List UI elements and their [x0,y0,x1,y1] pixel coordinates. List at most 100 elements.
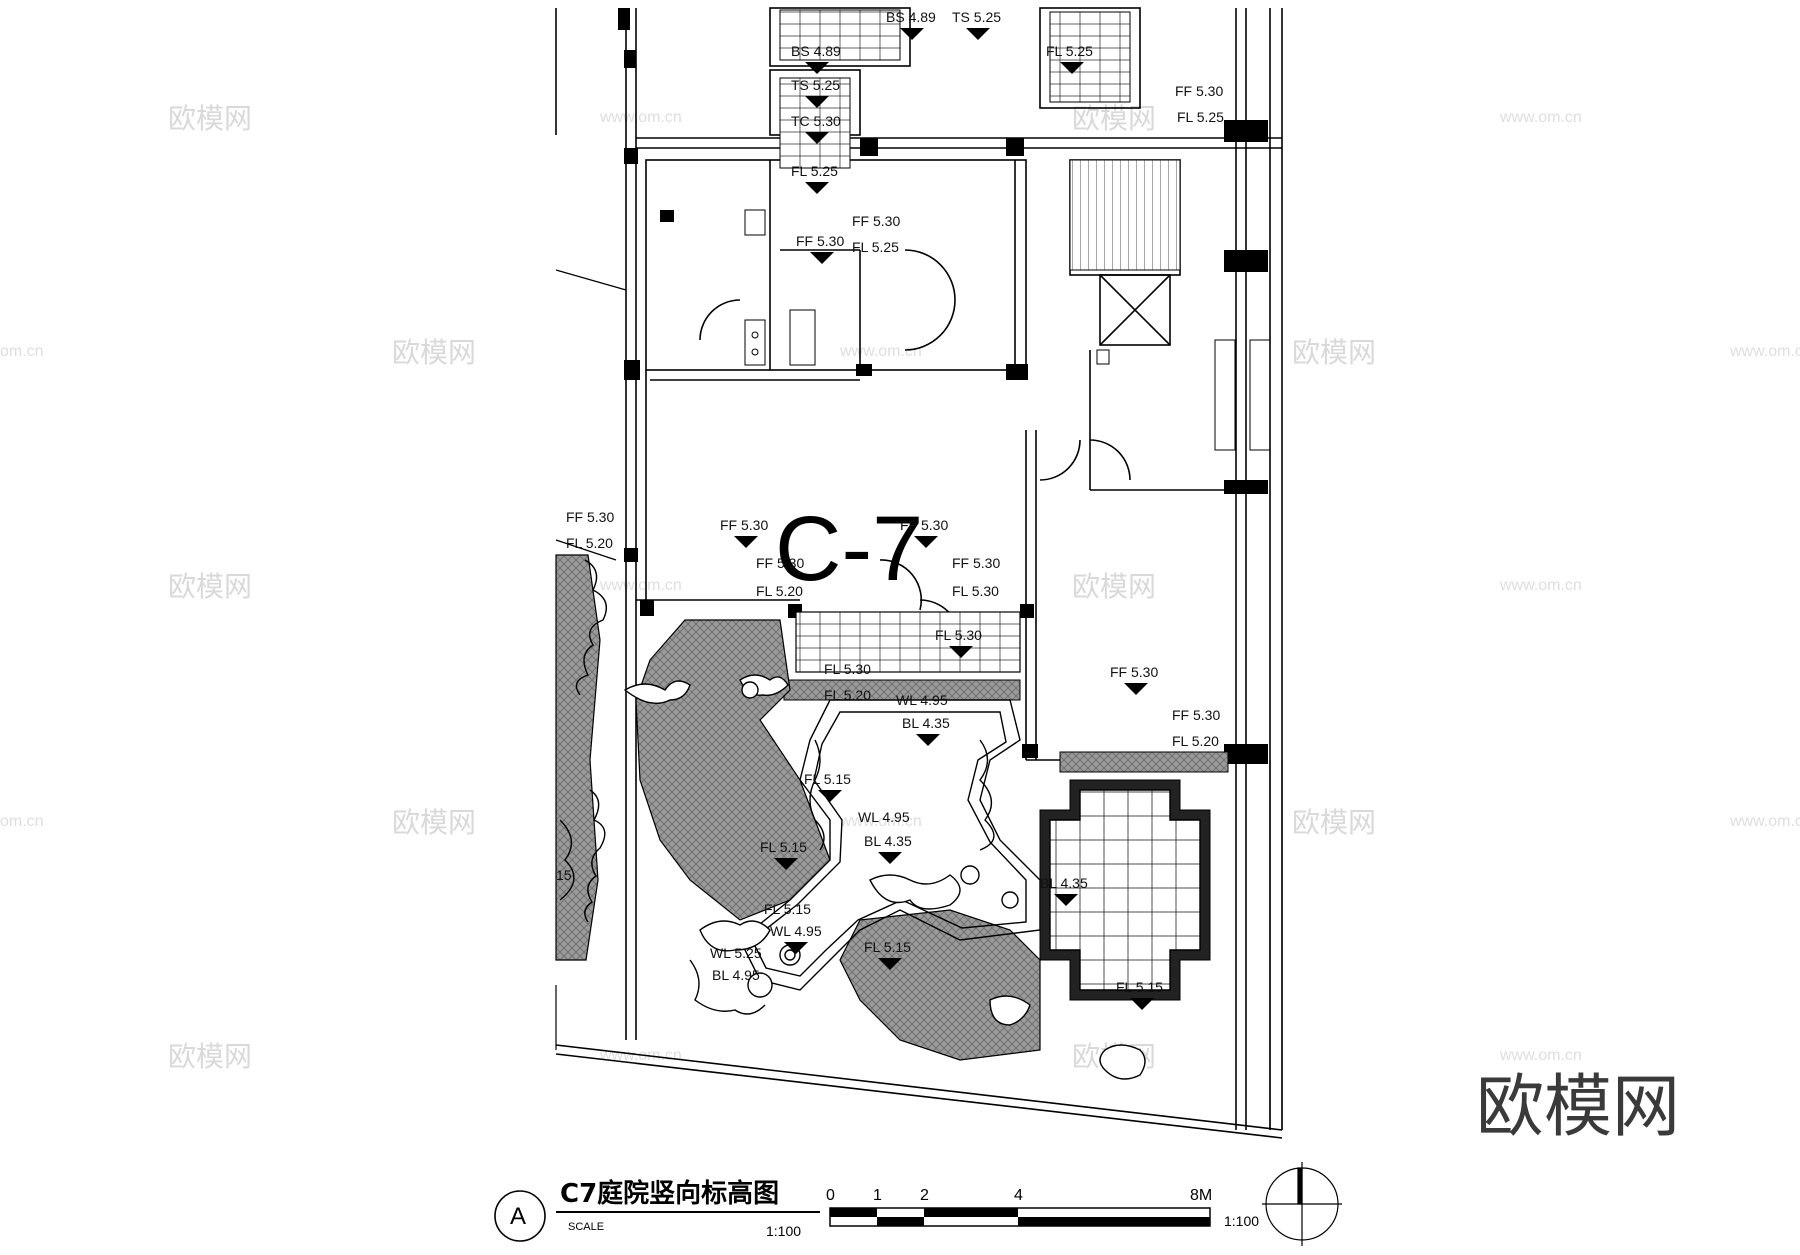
section-marker [494,1190,546,1242]
scale-bar: 0 1 2 4 8M 1:100 [826,1187,1259,1229]
level-label: BS 4.89 [791,43,841,59]
level-label: FF 5.30 [720,517,768,533]
level-marker-icon [805,62,829,74]
watermark-brand: 欧模网 [1292,336,1376,369]
level-marker-icon [818,790,842,802]
level-label: FL 5.20 [756,583,803,599]
level-label: FL 5.20 [824,687,871,703]
level-marker-icon [914,536,938,548]
level-marker-icon [774,858,798,870]
level-label: FL 5.25 [1177,109,1224,125]
structural-columns [618,8,1268,764]
level-label: FL 5.20 [1172,733,1219,749]
scale-tick-1: 1 [873,1187,882,1204]
brand-logo: 欧模网 [1476,1068,1680,1147]
level-label: FF 5.30 [796,233,844,249]
level-label: FF 5.30 [1172,707,1220,723]
level-marker-icon [810,252,834,264]
level-label: BL 4.35 [902,715,950,731]
level-label: BL 4.95 [712,967,760,983]
rockery-stones [559,559,1146,1080]
level-label: FL 5.25 [852,239,899,255]
level-label: FL 5.30 [824,661,871,677]
fixtures [744,209,1271,451]
title-block: A C7庭院竖向标高图 SCALE 1:100 [494,1178,820,1242]
watermark-brand: 欧模网 [168,102,252,135]
level-label: BS 4.89 [886,9,936,25]
level-marker-icon [1130,998,1154,1010]
section-letter: A [510,1203,526,1230]
watermark-url: www.om.cn [839,813,922,830]
level-label: WL 5.25 [710,945,762,961]
level-label: FF 5.30 [756,555,804,571]
level-label: BL 4.35 [1040,875,1088,891]
level-label: FL 5.30 [935,627,982,643]
level-label: WL 4.95 [858,809,910,825]
watermark-url: om.cn [0,343,44,360]
watermark-brand: 欧模网 [168,570,252,603]
level-marker-icon [805,96,829,108]
level-marker-icon [1060,62,1084,74]
watermark-url: www.om.cn [1729,343,1800,360]
level-marker-icon [966,28,990,40]
level-marker-icon [949,646,973,658]
north-arrow-icon [1262,1162,1342,1246]
watermark-url: www.om.cn [839,343,922,360]
level-marker-icon [734,536,758,548]
watermark-brand: 欧模网 [392,336,476,369]
level-label: TS 5.25 [952,9,1001,25]
level-label: BL 4.35 [864,833,912,849]
watermark-url: om.cn [0,813,44,830]
tiled-platform [1039,779,1211,1001]
level-label: FF 5.30 [1110,664,1158,680]
level-label: FL 5.25 [791,163,838,179]
level-label: FF 5.30 [566,509,614,525]
level-marker-icon [1054,894,1078,906]
site-boundary [555,269,1283,1130]
terrace-paving [783,611,1229,773]
watermark-url: www.om.cn [1499,1047,1582,1064]
level-marker-icon [878,852,902,864]
level-label: TC 5.30 [791,113,841,129]
watermark-brand: 欧模网 [168,1040,252,1073]
level-label: FF 5.30 [852,213,900,229]
level-label: FL 5.15 [764,901,811,917]
watermark-brand: 欧模网 [1072,570,1156,603]
scale-tick-4: 4 [1014,1187,1023,1204]
level-marker-icon [784,942,808,954]
stair-treads [779,9,1181,271]
level-label: WL 4.95 [770,923,822,939]
level-label: FL 5.30 [952,583,999,599]
level-label: FL 5.15 [760,839,807,855]
watermark-url: www.om.cn [1499,109,1582,126]
level-label: WL 4.95 [896,692,948,708]
level-label: FF 5.30 [952,555,1000,571]
level-label: FL 5.15 [804,771,851,787]
drawing-title: C7庭院竖向标高图 [560,1178,779,1209]
watermark-url: www.om.cn [599,109,682,126]
scale-ratio: 1:100 [766,1223,801,1239]
level-label: 15 [556,867,572,883]
watermark-url: www.om.cn [1499,577,1582,594]
level-annotations: BS 4.89 TS 5.25 FL 5.25 FF 5.30 FL 5.25 BS 4.… [556,9,1224,1010]
level-marker-icon [805,182,829,194]
building-walls [555,7,1283,1139]
level-marker-icon [916,734,940,746]
level-label: FF 5.30 [1175,83,1223,99]
unit-label: C-7 [775,498,923,600]
level-marker-icon [1124,683,1148,695]
watermark-url: www.om.cn [1729,813,1800,830]
pond-outline [739,699,1041,991]
level-label: FL 5.15 [864,939,911,955]
level-label: FL 5.15 [1116,979,1163,995]
planting-beds [555,554,1041,1061]
level-marker-icon [900,28,924,40]
level-label: FL 5.25 [1046,43,1093,59]
scale-caption: SCALE [568,1221,604,1233]
level-label: TS 5.25 [791,77,840,93]
level-label: FL 5.20 [566,535,613,551]
level-marker-icon [805,132,829,144]
scale-tick-2: 2 [920,1187,929,1204]
level-marker-icon [878,958,902,970]
